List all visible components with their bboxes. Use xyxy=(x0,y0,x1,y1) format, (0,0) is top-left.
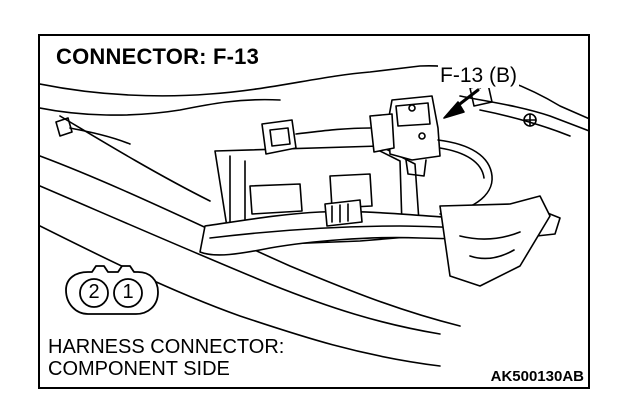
engine-bay-illustration xyxy=(40,64,588,367)
frame-rail-edge xyxy=(59,115,211,202)
callout-label: F-13 (B) xyxy=(438,64,520,88)
harness-connector-symbol xyxy=(65,265,159,315)
harness-caption: HARNESS CONNECTOR: COMPONENT SIDE xyxy=(48,336,289,380)
body-panel-lower xyxy=(40,225,441,367)
diagram-title: CONNECTOR: F-13 xyxy=(54,44,262,70)
caption-line-1: HARNESS CONNECTOR: xyxy=(48,336,285,358)
hood-edge xyxy=(40,98,281,116)
frame-rail-upper xyxy=(40,155,461,327)
caption-line-2: COMPONENT SIDE xyxy=(48,358,230,380)
pin-2-label: 2 xyxy=(88,281,100,303)
figure-code: AK500130AB xyxy=(487,368,584,385)
frame-rail-lower xyxy=(40,185,441,335)
diagram-frame: CONNECTOR: F-13 F-13 (B) 2 1 HARNESS CON… xyxy=(38,34,590,389)
pin-1-label: 1 xyxy=(122,281,134,303)
side-plate xyxy=(439,195,551,287)
